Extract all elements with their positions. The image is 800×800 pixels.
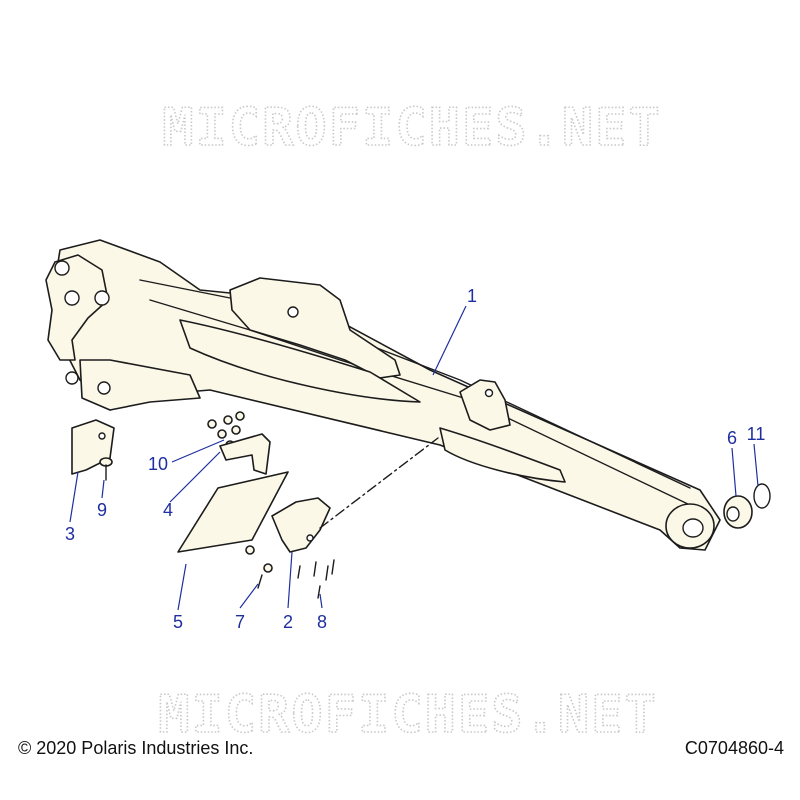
watermark-bottom: MICROFICHES.NET: [158, 685, 658, 745]
callout-1: 1: [467, 286, 477, 306]
bolt-9: [99, 457, 113, 481]
figure-code: C0704860-4: [684, 738, 784, 758]
leader-3: [69, 471, 79, 523]
trailing-arm: [45, 239, 721, 551]
callout-6: 6: [727, 428, 737, 448]
copyright: © 2020 Polaris Industries Inc.: [18, 738, 254, 758]
callout-11: 11: [747, 424, 766, 444]
leader-2: [287, 551, 293, 609]
callout-9: 9: [97, 500, 107, 520]
leader-10: [171, 439, 225, 463]
callout-4: 4: [163, 500, 173, 520]
watermark-top: MICROFICHES.NET: [162, 98, 662, 158]
callout-7: 7: [235, 612, 245, 632]
callout-8: 8: [317, 612, 327, 632]
bracket-2: [271, 497, 331, 553]
callout-10: 10: [148, 454, 168, 474]
callout-2: 2: [283, 612, 293, 632]
bushing: [723, 495, 753, 529]
leader-4: [169, 451, 221, 503]
center-line: [319, 437, 439, 529]
bolts-8: [297, 559, 335, 599]
leader-11: [753, 443, 759, 487]
callout-5: 5: [173, 612, 183, 632]
bolts-7: [245, 545, 273, 589]
leader-6: [731, 447, 737, 497]
retaining-ring: [753, 483, 771, 509]
leader-7: [239, 583, 259, 609]
leader-9: [101, 479, 105, 499]
nuts-10: [207, 411, 245, 450]
leader-1: [432, 305, 467, 376]
bracket-4: [219, 433, 271, 475]
leader-8: [319, 593, 323, 609]
leader-5: [177, 563, 187, 611]
large-plate: [177, 471, 289, 553]
callout-3: 3: [65, 524, 75, 544]
